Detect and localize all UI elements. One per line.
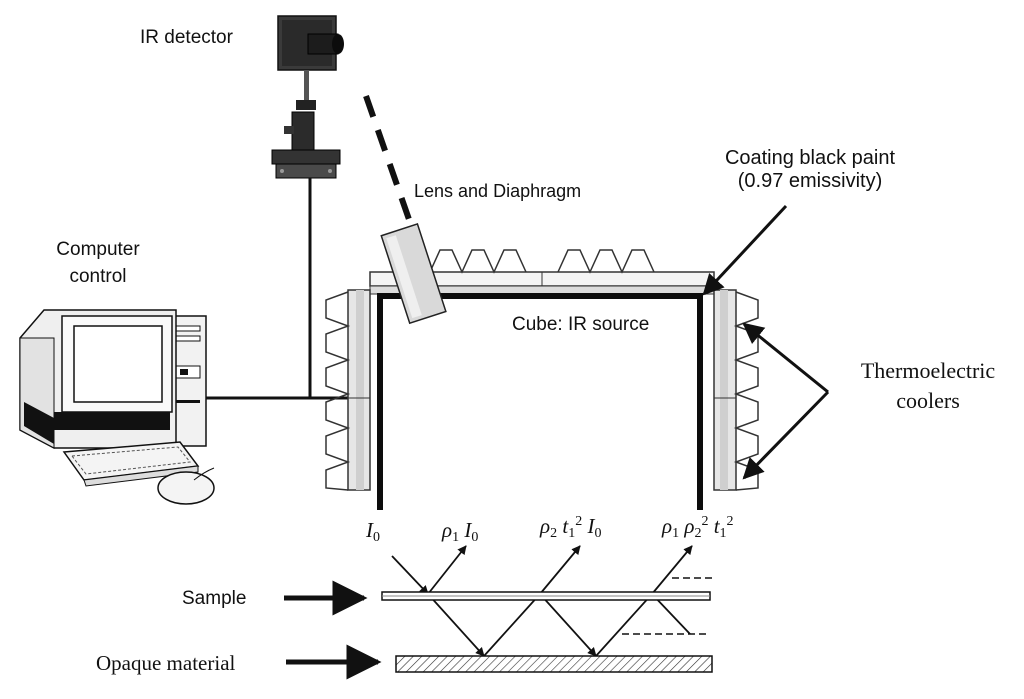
ir-detector-label: IR detector (140, 27, 233, 48)
ir-detector-icon (271, 15, 344, 179)
subscript: 2 (694, 526, 702, 541)
symbol-t: t (562, 514, 569, 538)
computer-label: Computer control (38, 237, 158, 290)
subscript: 1 (719, 526, 727, 541)
computer-label-line1: Computer (56, 239, 140, 260)
sample-layer (381, 591, 711, 601)
subscript: 0 (471, 530, 479, 545)
superscript: 2 (575, 514, 583, 529)
computer-icon (19, 309, 215, 505)
sample-label: Sample (182, 588, 247, 609)
symbol-i: I (366, 518, 373, 542)
beam-label-third-reflection: ρ1 ρ22 t12 (662, 514, 734, 542)
subscript: 2 (550, 526, 558, 541)
symbol-i: I (587, 514, 595, 538)
cube-label: Cube: IR source (512, 314, 650, 335)
beam-paths (391, 545, 693, 657)
symbol-rho: ρ (442, 518, 453, 542)
symbol-i: I (464, 518, 472, 542)
subscript: 1 (452, 530, 460, 545)
symbol-rho: ρ (684, 514, 695, 538)
subscript: 0 (373, 530, 380, 545)
coating-label-line2: (0.97 emissivity) (737, 170, 883, 192)
superscript: 2 (701, 514, 709, 529)
black-coating (377, 293, 703, 510)
tec-arrow-upper (742, 322, 829, 394)
beam-label-second-reflection: ρ2 t12 I0 (540, 514, 601, 542)
coating-label-line1: Coating black paint (724, 147, 896, 169)
tec-label: Thermoelectric coolers (838, 356, 1018, 415)
superscript: 2 (726, 514, 734, 529)
coating-label: Coating black paint (0.97 emissivity) (700, 147, 920, 193)
tec-arrow-lower (742, 390, 830, 480)
opaque-material (395, 655, 713, 673)
coating-arrow (702, 204, 788, 296)
tec-label-line2: coolers (896, 387, 960, 413)
beam-label-first-reflection: ρ1 I0 (442, 518, 478, 546)
lens-label: Lens and Diaphragm (414, 181, 582, 201)
right-wall (713, 289, 759, 491)
optical-path (363, 95, 415, 229)
symbol-t: t (713, 514, 720, 538)
lens-diaphragm-icon (380, 223, 447, 325)
tec-label-line1: Thermoelectric (860, 358, 996, 383)
computer-label-line2: control (69, 265, 127, 287)
symbol-rho: ρ (540, 514, 551, 538)
subscript: 1 (568, 526, 576, 541)
opaque-label: Opaque material (96, 651, 236, 675)
subscript: 1 (672, 526, 680, 541)
left-wall (325, 289, 371, 491)
subscript: 0 (594, 526, 602, 541)
symbol-rho: ρ (662, 514, 673, 538)
beam-label-incident: I0 (366, 518, 380, 546)
top-heatsink (369, 249, 715, 295)
